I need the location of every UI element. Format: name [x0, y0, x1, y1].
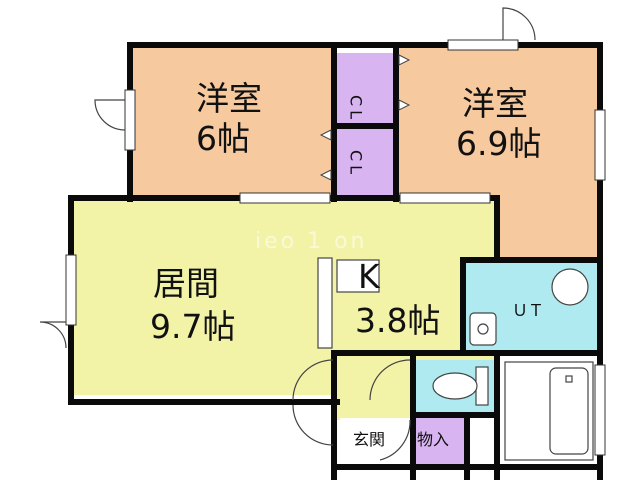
kitchen-name: K [358, 257, 381, 296]
hall-area [337, 355, 412, 420]
east-bedroom-name: 洋室 [462, 84, 528, 123]
closet-door-markers [319, 54, 411, 181]
east-bedroom-size: 6.9帖 [456, 124, 541, 163]
closet-lower-area [337, 129, 393, 195]
closet-upper-area [337, 53, 393, 123]
washing-machine-icon [551, 268, 589, 306]
kitchen-counter [317, 257, 380, 349]
closet-upper-label: CL [347, 95, 366, 123]
west-bedroom-area [133, 48, 333, 199]
windows [65, 39, 606, 456]
living-name: 居間 [153, 264, 219, 303]
storage-label: 物入 [417, 430, 449, 449]
utility-label: ＵＴ [512, 301, 544, 320]
east-bedroom-lower-area [495, 199, 598, 259]
watermark: ieo ⁠1 ⁠on [255, 229, 368, 254]
entrance-label: 玄関 [353, 430, 385, 449]
closet-lower-label: CL [347, 150, 366, 178]
doors [39, 7, 536, 461]
utility-fixtures [469, 268, 589, 346]
storage-area [414, 418, 464, 464]
living-size: 9.7帖 [150, 307, 235, 346]
entrance-area [340, 418, 410, 464]
west-bedroom-name: 洋室 [196, 79, 262, 118]
west-bedroom-size: 6帖 [196, 119, 250, 158]
bathtub-icon [504, 361, 594, 461]
kitchen-size: 3.8帖 [355, 301, 440, 340]
toilet-icon [432, 366, 489, 406]
